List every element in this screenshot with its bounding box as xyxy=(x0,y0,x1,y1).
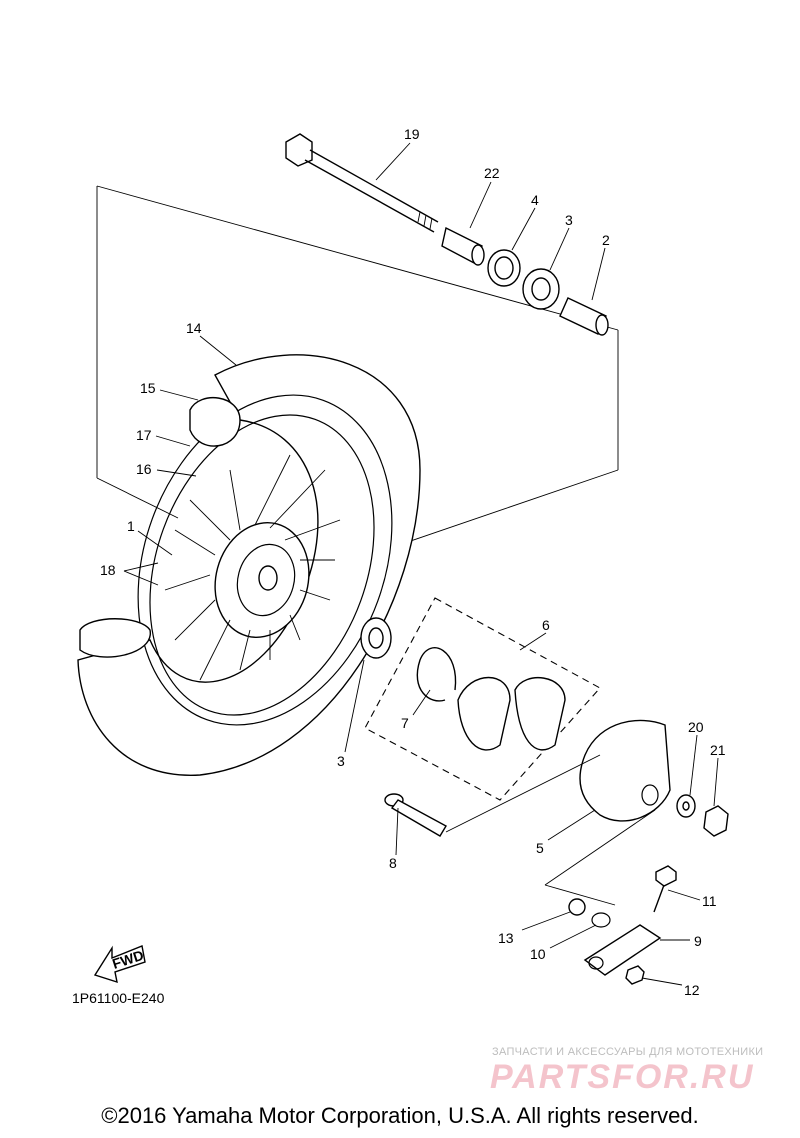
callout-13: 13 xyxy=(498,930,514,946)
callout-7: 7 xyxy=(401,715,409,731)
ring-part-7[interactable] xyxy=(416,647,457,702)
watermark-tagline: ЗАПЧАСТИ И АКСЕССУАРЫ ДЛЯ МОТОТЕХНИКИ xyxy=(492,1046,764,1058)
callout-21: 21 xyxy=(710,742,726,758)
brake-shoes[interactable] xyxy=(457,676,566,751)
callout-22: 22 xyxy=(484,165,500,181)
callout-12: 12 xyxy=(684,982,700,998)
callout-10: 10 xyxy=(530,946,546,962)
callout-14: 14 xyxy=(186,320,202,336)
bearing-part-3-top[interactable] xyxy=(522,268,560,310)
collar-part-22[interactable] xyxy=(441,226,485,266)
nut-part-21[interactable] xyxy=(703,805,729,837)
callout-20: 20 xyxy=(688,719,704,735)
bolt-part-11[interactable] xyxy=(653,865,677,913)
bearing-part-4[interactable] xyxy=(487,249,521,287)
callout-15: 15 xyxy=(140,380,156,396)
callout-8: 8 xyxy=(389,855,397,871)
washer-part-13[interactable] xyxy=(568,898,586,916)
leader-8-panel xyxy=(445,754,601,833)
watermark-logo: PARTSFOR.RU xyxy=(490,1058,755,1096)
axle-part-19[interactable] xyxy=(285,133,439,233)
callout-16: 16 xyxy=(136,461,152,477)
callout-3-top: 3 xyxy=(565,212,573,228)
callout-2: 2 xyxy=(602,232,610,248)
brake-shoe-group-box xyxy=(364,597,601,801)
nut-part-12[interactable] xyxy=(625,965,645,985)
callout-3-lower: 3 xyxy=(337,753,345,769)
callout-labels: 19 22 4 3 2 14 15 17 16 1 18 6 7 3 20 21… xyxy=(100,126,726,998)
ring-part-10[interactable] xyxy=(591,912,611,928)
fwd-arrow-icon: FWD xyxy=(93,945,146,984)
brake-panel-part-5[interactable] xyxy=(579,719,671,822)
washer-part-20[interactable] xyxy=(676,794,696,818)
callout-1: 1 xyxy=(127,518,135,534)
bearing-part-3-lower[interactable] xyxy=(360,617,392,659)
callout-17: 17 xyxy=(136,427,152,443)
wheel-assembly[interactable] xyxy=(77,354,436,776)
callout-6: 6 xyxy=(542,617,550,633)
lever-part-9[interactable] xyxy=(583,924,662,976)
lever-group-frame xyxy=(544,809,656,906)
callout-11: 11 xyxy=(702,893,717,909)
callout-9: 9 xyxy=(694,933,702,949)
copyright-notice: ©2016 Yamaha Motor Corporation, U.S.A. A… xyxy=(101,1103,699,1128)
callout-5: 5 xyxy=(536,840,544,856)
spacer-part-2[interactable] xyxy=(559,297,609,336)
callout-18: 18 xyxy=(100,562,116,578)
callout-19: 19 xyxy=(404,126,420,142)
camshaft-part-8[interactable] xyxy=(384,793,447,837)
callout-leaders xyxy=(123,142,719,986)
callout-4: 4 xyxy=(531,192,539,208)
diagram-code: 1P61100-E240 xyxy=(72,990,165,1006)
